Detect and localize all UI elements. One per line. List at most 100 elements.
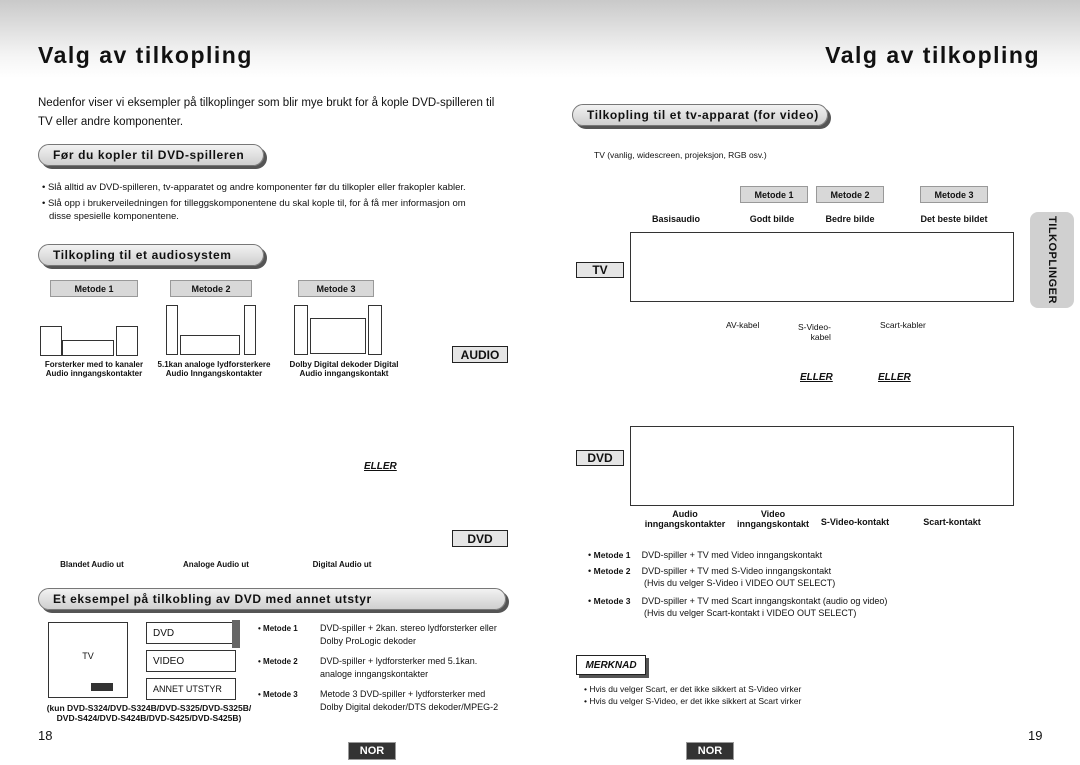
m1-caption-line2: Audio inngangskontakter <box>45 369 143 378</box>
speaker-right-icon <box>116 326 138 356</box>
svideo-cable-line1: S-Video- <box>798 322 831 332</box>
r-method-3-tab: Metode 3 <box>920 186 988 203</box>
speaker-left-icon <box>40 326 62 356</box>
example-3-line2: Dolby Digital dekoder/DTS dekoder/MPEG-2 <box>320 702 499 712</box>
bullet-2: • Slå opp i brukerveiledningen for tille… <box>42 198 466 209</box>
speaker-icon <box>244 305 256 355</box>
example-3-line1: Metode 3 DVD-spiller + lydforsterker med <box>320 689 486 699</box>
scart-icon <box>91 683 113 691</box>
note-1: • Hvis du velger Scart, er det ikke sikk… <box>584 684 802 694</box>
bullet-1-text: Slå alltid av DVD-spilleren, tv-apparate… <box>47 182 466 193</box>
quality-better: Bedre bilde <box>825 214 875 224</box>
scart-jack-label: Scart-kontakt <box>923 517 981 527</box>
m3-caption-line2: Audio inngangskontakt <box>299 369 389 378</box>
r-row-3-sub: (Hvis du velger Scart-kontakt i VIDEO OU… <box>644 608 857 618</box>
tv-badge: TV <box>576 262 624 278</box>
tv-box: TV <box>48 622 128 698</box>
section-example-connection: Et eksempel på tilkobling av DVD med ann… <box>38 588 506 610</box>
tv-rear-panel <box>630 232 1014 302</box>
side-tab-label: TILKOPLINGER <box>1046 216 1059 304</box>
quality-best: Det beste bildet <box>920 214 988 224</box>
video-input-label: Video inngangskontakt <box>732 509 814 529</box>
intro-line-2: TV eller andre komponenter. <box>38 116 184 128</box>
eller-label-right-2: ELLER <box>878 372 911 383</box>
r-row-1-method: Metode 1 <box>593 550 631 560</box>
tv-type-note: TV (vanlig, widescreen, projeksjon, RGB … <box>594 150 767 160</box>
svideo-cable-label: S-Video- kabel <box>798 322 831 342</box>
speaker-icon <box>166 305 178 355</box>
dvd-rear-panel <box>630 426 1014 506</box>
other-box-label: ANNET UTSTYR <box>153 684 222 694</box>
audio-badge: AUDIO <box>452 346 508 363</box>
r-row-1-text: DVD-spiller + TV med Video inngangskonta… <box>641 550 823 560</box>
r-row-2-sub: (Hvis du velger S-Video i VIDEO OUT SELE… <box>644 578 836 588</box>
method-1-caption: Forsterker med to kanaler Audio inngangs… <box>38 360 150 378</box>
r-method-1-tab: Metode 1 <box>740 186 808 203</box>
dvd-badge-right: DVD <box>576 450 624 466</box>
av-cable-label: AV-kabel <box>726 320 760 330</box>
left-page-number: 18 <box>38 728 53 743</box>
dvd-badge-left: DVD <box>452 530 508 547</box>
scart-cable-label: Scart-kabler <box>880 320 926 330</box>
amplifier-51-icon <box>180 335 240 355</box>
side-tab-connections: TILKOPLINGER <box>1030 212 1074 308</box>
svideo-cable-line2: kabel <box>810 332 831 342</box>
mixed-audio-out-label: Blandet Audio ut <box>60 560 124 569</box>
right-language-badge: NOR <box>686 742 734 760</box>
m3-caption-line1: Dolby Digital dekoder Digital <box>289 360 399 369</box>
digital-audio-out-label: Digital Audio ut <box>312 560 372 569</box>
dvd-box: DVD <box>146 622 236 644</box>
speaker-icon <box>368 305 382 355</box>
audio-inputs-line1: Audio <box>672 509 698 519</box>
example-2-line2: analoge inngangskontakter <box>320 669 429 679</box>
example-1-method: • Metode 1 <box>258 624 298 633</box>
example-2-method: • Metode 2 <box>258 657 298 666</box>
eller-label-right-1: ELLER <box>800 372 833 383</box>
note-list: • Hvis du velger Scart, er det ikke sikk… <box>584 683 801 707</box>
right-page-title: Valg av tilkopling <box>825 42 1040 68</box>
r-method-2-tab: Metode 2 <box>816 186 884 203</box>
other-equipment-box: ANNET UTSTYR <box>146 678 236 700</box>
video-input-line1: Video <box>760 509 786 519</box>
bullet-2-text: Slå opp i brukerveiledningen for tillegg… <box>47 198 466 209</box>
r-row-3-method: Metode 3 <box>593 596 631 606</box>
example-1-line1: DVD-spiller + 2kan. stereo lydforsterker… <box>320 623 497 633</box>
quality-good: Godt bilde <box>749 214 795 224</box>
tv-box-label: TV <box>82 651 94 661</box>
intro-text: Nedenfor viser vi eksempler på tilkoplin… <box>38 94 494 132</box>
eller-label-left: ELLER <box>364 461 397 472</box>
note-2-text: Hvis du velger S-Video, er det ikke sikk… <box>589 696 802 706</box>
example-3-method: • Metode 3 <box>258 690 298 699</box>
quality-basic-audio: Basisaudio <box>651 214 700 224</box>
r-row-3-text: DVD-spiller + TV med Scart inngangskonta… <box>641 596 888 606</box>
analog-audio-out-label: Analoge Audio ut <box>183 560 249 569</box>
video-box-label: VIDEO <box>153 656 185 667</box>
method-1-tab: Metode 1 <box>50 280 138 297</box>
section-tv-connection: Tilkopling til et tv-apparat (for video) <box>572 104 828 126</box>
svideo-jack-label: S-Video-kontakt <box>820 517 890 527</box>
m2-caption-line1: 5.1kan analoge lydforsterkere <box>157 360 271 369</box>
bullet-list: • Slå alltid av DVD-spilleren, tv-appara… <box>42 181 512 223</box>
amplifier-2ch-icon <box>62 340 114 356</box>
header-band <box>0 0 1080 78</box>
example-row-3: • Metode 3 Metode 3 DVD-spiller + lydfors… <box>258 688 498 713</box>
note-2: • Hvis du velger S-Video, er det ikke si… <box>584 696 802 706</box>
method-3-caption: Dolby Digital dekoder Digital Audio inng… <box>284 360 404 378</box>
left-page-title: Valg av tilkopling <box>38 42 253 68</box>
example-row-1: • Metode 1 DVD-spiller + 2kan. stereo lyd… <box>258 622 497 647</box>
dvd-box-label: DVD <box>153 628 175 639</box>
dolby-decoder-icon <box>310 318 366 354</box>
section-before-connect: Før du kopler til DVD-spilleren <box>38 144 264 166</box>
note-1-text: Hvis du velger Scart, er det ikke sikker… <box>589 684 802 694</box>
bullet-2-cont: disse spesielle komponentene. <box>49 211 179 222</box>
intro-line-1: Nedenfor viser vi eksempler på tilkoplin… <box>38 97 495 109</box>
r-row-2-method: Metode 2 <box>593 566 631 576</box>
models-line2: DVD-S424/DVD-S424B/DVD-S425/DVD-S425B) <box>56 713 242 723</box>
models-note: (kun DVD-S324/DVD-S324B/DVD-S325/DVD-S32… <box>36 703 262 723</box>
audio-inputs-line2: inngangskontakter <box>644 519 726 529</box>
models-line1: (kun DVD-S324/DVD-S324B/DVD-S325/DVD-S32… <box>46 703 252 713</box>
method-3-tab: Metode 3 <box>298 280 374 297</box>
